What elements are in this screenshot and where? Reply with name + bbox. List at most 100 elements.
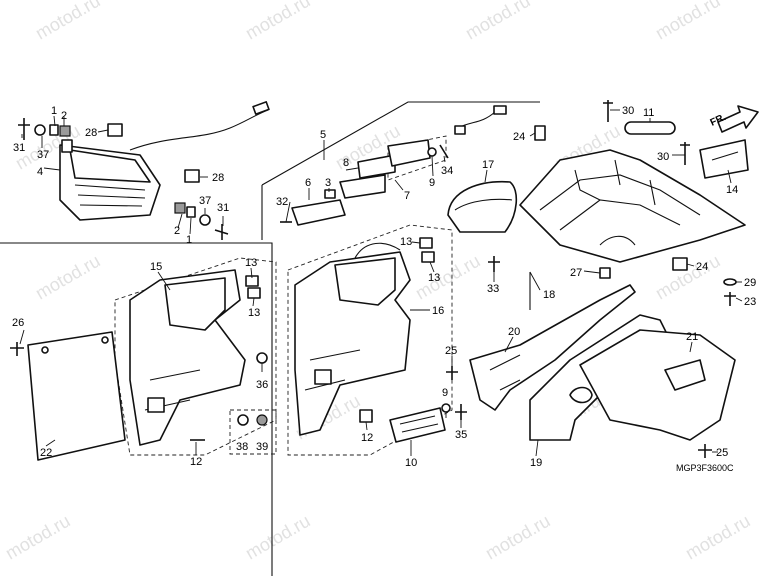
leader-27	[583, 270, 601, 274]
leader-20	[504, 336, 514, 353]
callout-1: 1	[186, 234, 192, 246]
callout-20: 20	[508, 326, 520, 338]
license-plate-hole-right	[101, 336, 109, 344]
watermark-text: motod.ru	[32, 251, 104, 304]
nut-36	[256, 352, 268, 364]
tail-light-fasteners	[18, 118, 229, 240]
washer-37-lower	[199, 214, 211, 226]
leader-32	[285, 201, 291, 223]
tail-light-lens	[69, 149, 151, 183]
diagram-code: MGP3F3600C	[676, 463, 734, 473]
leader-13a	[250, 267, 253, 279]
leader-26	[19, 329, 25, 345]
callout-labels: 1 2 31 37 4 28 28 2 1 37 31 5 6 3 8 7 9 …	[12, 105, 756, 469]
leader-34	[443, 155, 446, 163]
callout-30: 30	[622, 105, 634, 117]
callout-22: 22	[40, 447, 52, 459]
callout-12: 12	[190, 456, 202, 468]
callout-8: 8	[343, 157, 349, 169]
leader-1a	[53, 115, 56, 127]
bulb-3	[324, 189, 336, 199]
seal-11	[624, 121, 676, 135]
inner-fender-rib-1	[539, 174, 701, 216]
callout-4: 4	[37, 166, 43, 178]
license-bracket-slot	[147, 397, 165, 413]
screw-26	[10, 342, 24, 356]
callout-13: 13	[428, 272, 440, 284]
callout-28: 28	[212, 172, 224, 184]
sticker-14-mark	[711, 151, 739, 161]
watermark-text: motod.ru	[682, 511, 754, 564]
bolt-30-lower	[680, 142, 690, 165]
side-cowl-20	[469, 284, 636, 411]
rear-fender-wire	[354, 242, 401, 259]
license-bracket-light-pocket	[164, 277, 226, 331]
lower-left-frame-line	[0, 242, 273, 576]
rear-inner-fender-18	[519, 149, 746, 263]
callout-31: 31	[13, 142, 25, 154]
callout-1: 1	[51, 105, 57, 117]
leader-28a	[97, 129, 109, 133]
license-light-socket-7	[339, 174, 386, 199]
grommet-2-upper	[59, 125, 71, 137]
callout-16: 16	[432, 305, 444, 317]
leader-13c	[411, 241, 421, 244]
tail-light-unit	[59, 101, 270, 221]
leader-24a	[529, 132, 536, 137]
bolt-35	[455, 404, 467, 420]
callout-3: 3	[325, 177, 331, 189]
license-plate-body	[27, 331, 126, 461]
upper-right-parts: FR.	[603, 100, 759, 179]
collar-24-lower	[672, 257, 688, 271]
leader-17	[484, 169, 488, 183]
watermark-text: motod.ru	[242, 511, 314, 564]
leader-9a	[431, 155, 434, 177]
tail-light-connector	[252, 101, 270, 115]
rear-fender-light-pocket	[334, 257, 396, 306]
front-direction-arrow	[717, 105, 759, 133]
watermark-text: motod.ru	[32, 0, 104, 43]
callout-26: 26	[12, 317, 24, 329]
license-light-cover	[387, 139, 431, 167]
callout-23: 23	[744, 296, 756, 308]
leader-1b	[189, 217, 192, 235]
grommet-34	[439, 144, 449, 159]
callout-29: 29	[744, 277, 756, 289]
callout-24: 24	[513, 131, 525, 143]
callout-30: 30	[657, 151, 669, 163]
rear-fender-ribs	[304, 349, 361, 391]
leader-19	[535, 439, 539, 457]
callout-28: 28	[85, 127, 97, 139]
rear-fender-slot	[314, 369, 332, 385]
callout-38: 38	[236, 441, 248, 453]
clip-28-lower	[184, 169, 200, 183]
nut-9-lower	[441, 403, 451, 413]
screw-31-lower	[214, 224, 229, 240]
license-light-connector	[493, 105, 507, 115]
rear-fender-16	[294, 237, 435, 436]
callout-11: 11	[643, 107, 654, 119]
callout-6: 6	[305, 177, 311, 189]
bolt-25-lower	[698, 444, 712, 458]
grommet-2-lower	[174, 202, 186, 214]
callout-19: 19	[530, 457, 542, 469]
upper-group-line	[261, 101, 540, 186]
clip-27	[599, 267, 611, 279]
bolt-25-upper	[446, 366, 458, 380]
license-plate-hole-left	[41, 346, 49, 354]
callout-37: 37	[37, 149, 49, 161]
callout-12: 12	[361, 432, 373, 444]
license-light-group	[280, 105, 507, 226]
callout-25: 25	[445, 345, 457, 357]
callout-2: 2	[61, 110, 67, 122]
leader-4	[43, 167, 61, 171]
sticker-14	[699, 139, 749, 179]
license-light-bracket-8	[357, 154, 396, 179]
clip-13-d	[421, 251, 435, 263]
leader-8	[345, 167, 359, 171]
collar-24-upper	[534, 125, 546, 141]
leader-12b	[365, 421, 368, 431]
watermark-text: motod.ru	[2, 511, 74, 564]
bolt-30-upper	[603, 100, 613, 122]
